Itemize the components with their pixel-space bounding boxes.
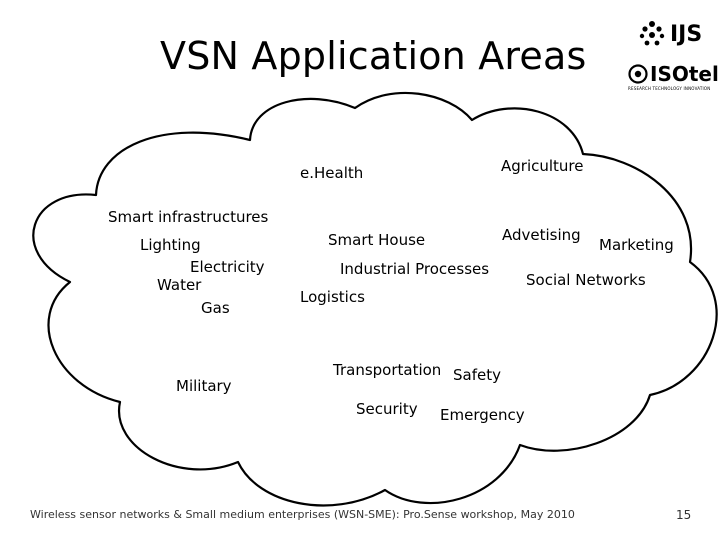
ijs-dots-icon [639, 21, 665, 46]
label-gas: Gas [201, 299, 230, 317]
isotel-subtext: RESEARCH TECHNOLOGY INNOVATION [628, 86, 711, 91]
ijs-logo: IJS [638, 20, 702, 48]
label-social-networks: Social Networks [526, 271, 646, 289]
label-transportation: Transportation [333, 361, 442, 379]
slide-title: VSN Application Areas [160, 34, 587, 78]
page-number: 15 [676, 508, 692, 522]
label-lighting: Lighting [140, 236, 201, 254]
isotel-logo: ISOtel [628, 62, 719, 86]
label-smart-house: Smart House [328, 231, 426, 249]
slide-footer: Wireless sensor networks & Small medium … [30, 508, 575, 521]
label-ehealth: e.Health [300, 164, 364, 182]
label-electricity: Electricity [190, 258, 265, 276]
label-military: Military [176, 377, 232, 395]
label-industrial-processes: Industrial Processes [340, 260, 490, 278]
isotel-logo-text: ISOtel [650, 62, 719, 86]
label-emergency: Emergency [440, 406, 525, 424]
label-agriculture: Agriculture [501, 157, 584, 175]
label-security: Security [356, 400, 418, 418]
logo-area: IJS ISOtel RESEARCH TECHNOLOGY INNOVATIO… [620, 14, 719, 100]
label-marketing: Marketing [599, 236, 674, 254]
ijs-logo-text: IJS [670, 21, 703, 47]
label-advetising: Advetising [502, 226, 581, 244]
label-safety: Safety [453, 366, 501, 384]
label-water: Water [157, 276, 202, 294]
isotel-globe-icon [628, 64, 648, 84]
label-smart-infrastructures: Smart infrastructures [108, 208, 269, 226]
label-logistics: Logistics [300, 288, 365, 306]
